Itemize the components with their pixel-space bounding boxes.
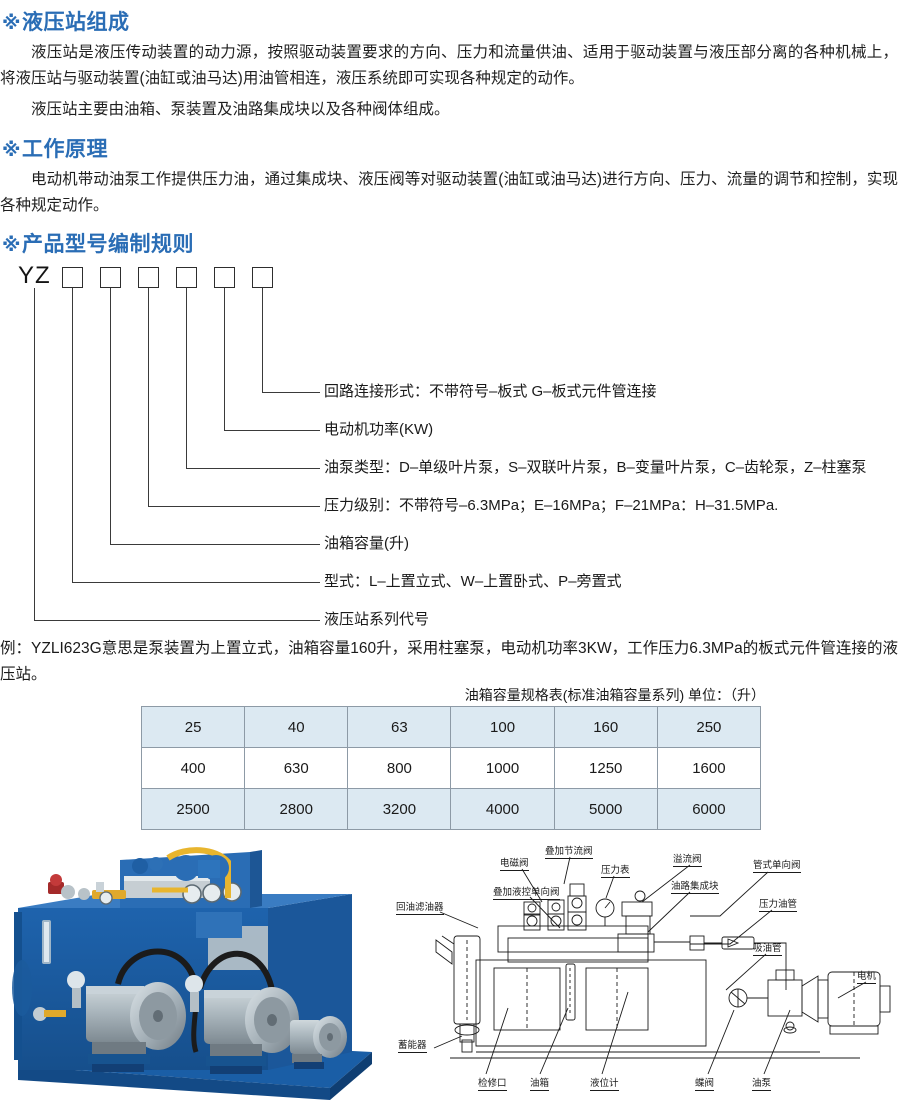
leader-line-5 <box>110 288 300 545</box>
table-cell: 6000 <box>656 788 762 830</box>
leader-line-2 <box>224 288 300 431</box>
leader-line-4 <box>148 288 300 507</box>
tank-capacity-table: 25 40 63 100 160 250 400 630 800 1000 12… <box>140 706 762 830</box>
heading-mark-icon: ※ <box>2 140 21 161</box>
schematic-label-stacked-pilot-check-valve: 叠加液控单向阀 <box>493 887 560 900</box>
schematic-label-accumulator: 蓄能器 <box>398 1040 427 1053</box>
table-cell: 2800 <box>244 788 349 830</box>
schematic-label-manifold-block: 油路集成块 <box>671 881 719 894</box>
table-cell: 5000 <box>553 788 658 830</box>
schematic-label-pressure-pipe: 压力油管 <box>759 899 798 912</box>
schematic-label-return-filter: 回油滤油器 <box>396 902 444 915</box>
leader-line-7 <box>34 288 300 621</box>
table-cell: 1000 <box>450 747 555 789</box>
model-code-box-5 <box>214 267 235 288</box>
schematic-label-solenoid-valve: 电磁阀 <box>500 858 529 871</box>
section-title-working-principle: 工作原理 <box>21 138 108 161</box>
paragraph-composition-1: 液压站是液压传动装置的动力源，按照驱动装置要求的方向、压力和流量供油、适用于驱动… <box>0 44 898 87</box>
heading-mark-icon: ※ <box>2 13 21 34</box>
hydraulic-station-schematic: 回油滤油器 叠加液控单向阀 电磁阀 叠加节流阀 压力表 溢流阀 油路集成块 管式… <box>390 840 900 1112</box>
schematic-label-oil-pump: 油泵 <box>752 1078 772 1091</box>
model-code-legend-circuit-connection: 回路连接形式：不带符号–板式 G–板式元件管连接 <box>324 383 657 400</box>
leader-stub-1 <box>300 392 320 393</box>
leader-stub-3 <box>300 468 320 469</box>
photo-hydraulic-power-unit <box>0 838 388 1112</box>
heading-mark-icon: ※ <box>2 235 21 256</box>
model-code-box-6 <box>252 267 273 288</box>
paragraph-composition-2: 液压站主要由油箱、泵装置及油路集成块以及各种阀体组成。 <box>31 101 450 118</box>
model-code-legend-tank-capacity: 油箱容量(升) <box>324 535 409 552</box>
leader-line-3 <box>186 288 300 469</box>
schematic-label-stacked-throttle-valve: 叠加节流阀 <box>545 846 593 859</box>
tank-table-caption: 油箱容量规格表(标准油箱容量系列) 单位：（升） <box>464 687 765 703</box>
leader-stub-7 <box>300 620 320 621</box>
model-code-box-2 <box>100 267 121 288</box>
table-cell: 1600 <box>656 747 762 789</box>
section-heading-model-coding: ※产品型号编制规则 <box>2 228 194 258</box>
model-code-legend-pressure-grade: 压力级别：不带符号–6.3MPa；E–16MPa；F–21MPa：H–31.5M… <box>324 497 779 514</box>
schematic-label-inspection-port: 检修口 <box>478 1078 507 1091</box>
model-code-box-1 <box>62 267 83 288</box>
table-cell: 630 <box>244 747 349 789</box>
table-cell: 400 <box>140 747 246 789</box>
schematic-label-tube-check-valve: 管式单向阀 <box>753 860 801 873</box>
model-code-example: 例：YZLI623G意思是泵装置为上置立式，油箱容量160升，采用柱塞泵，电动机… <box>0 640 898 683</box>
table-row: 2500 2800 3200 4000 5000 6000 <box>140 788 762 830</box>
table-row: 400 630 800 1000 1250 1600 <box>140 747 762 789</box>
table-cell: 800 <box>347 747 452 789</box>
schematic-label-level-gauge: 液位计 <box>590 1078 619 1091</box>
table-cell: 250 <box>656 706 762 748</box>
schematic-label-motor: 电机 <box>857 971 877 984</box>
leader-line-1 <box>262 288 300 393</box>
model-code-box-3 <box>138 267 159 288</box>
model-code-prefix: YZ <box>18 262 51 289</box>
schematic-label-suction-pipe: 吸油管 <box>753 943 782 956</box>
leader-line-6 <box>72 288 300 583</box>
leader-stub-2 <box>300 430 320 431</box>
section-title-composition: 液压站组成 <box>21 11 130 34</box>
schematic-label-relief-valve: 溢流阀 <box>673 854 702 867</box>
leader-stub-6 <box>300 582 320 583</box>
table-row: 25 40 63 100 160 250 <box>140 706 762 748</box>
table-cell: 25 <box>140 706 246 748</box>
table-cell: 40 <box>244 706 349 748</box>
table-cell: 1250 <box>553 747 658 789</box>
schematic-label-oil-tank: 油箱 <box>530 1078 550 1091</box>
model-code-box-4 <box>176 267 197 288</box>
leader-stub-5 <box>300 544 320 545</box>
model-code-legend-mounting-type: 型式：L–上置立式、W–上置卧式、P–旁置式 <box>324 573 622 590</box>
model-code-legend-series-code: 液压站系列代号 <box>324 611 430 628</box>
section-heading-working-principle: ※工作原理 <box>2 133 108 163</box>
table-cell: 2500 <box>140 788 246 830</box>
section-title-model-coding: 产品型号编制规则 <box>21 233 194 256</box>
model-code-legend-motor-power: 电动机功率(KW) <box>324 421 434 438</box>
table-cell: 3200 <box>347 788 452 830</box>
table-cell: 100 <box>450 706 555 748</box>
schematic-label-pressure-gauge: 压力表 <box>601 865 630 878</box>
table-cell: 160 <box>553 706 658 748</box>
schematic-linework <box>433 856 891 1075</box>
schematic-label-butterfly-valve: 蝶阀 <box>695 1078 715 1091</box>
section-heading-composition: ※液压站组成 <box>2 6 129 36</box>
paragraph-working-principle-1: 电动机带动油泵工作提供压力油，通过集成块、液压阀等对驱动装置(油缸或油马达)进行… <box>0 171 898 214</box>
model-code-diagram: YZ 回路连接形式：不带符号–板式 G–板式元件管连接 电动机功率(KW) 油泵… <box>0 258 900 636</box>
leader-stub-4 <box>300 506 320 507</box>
table-cell: 4000 <box>450 788 555 830</box>
table-cell: 63 <box>347 706 452 748</box>
model-code-legend-pump-type: 油泵类型：D–单级叶片泵，S–双联叶片泵，B–变量叶片泵，C–齿轮泵，Z–柱塞泵 <box>324 459 867 476</box>
